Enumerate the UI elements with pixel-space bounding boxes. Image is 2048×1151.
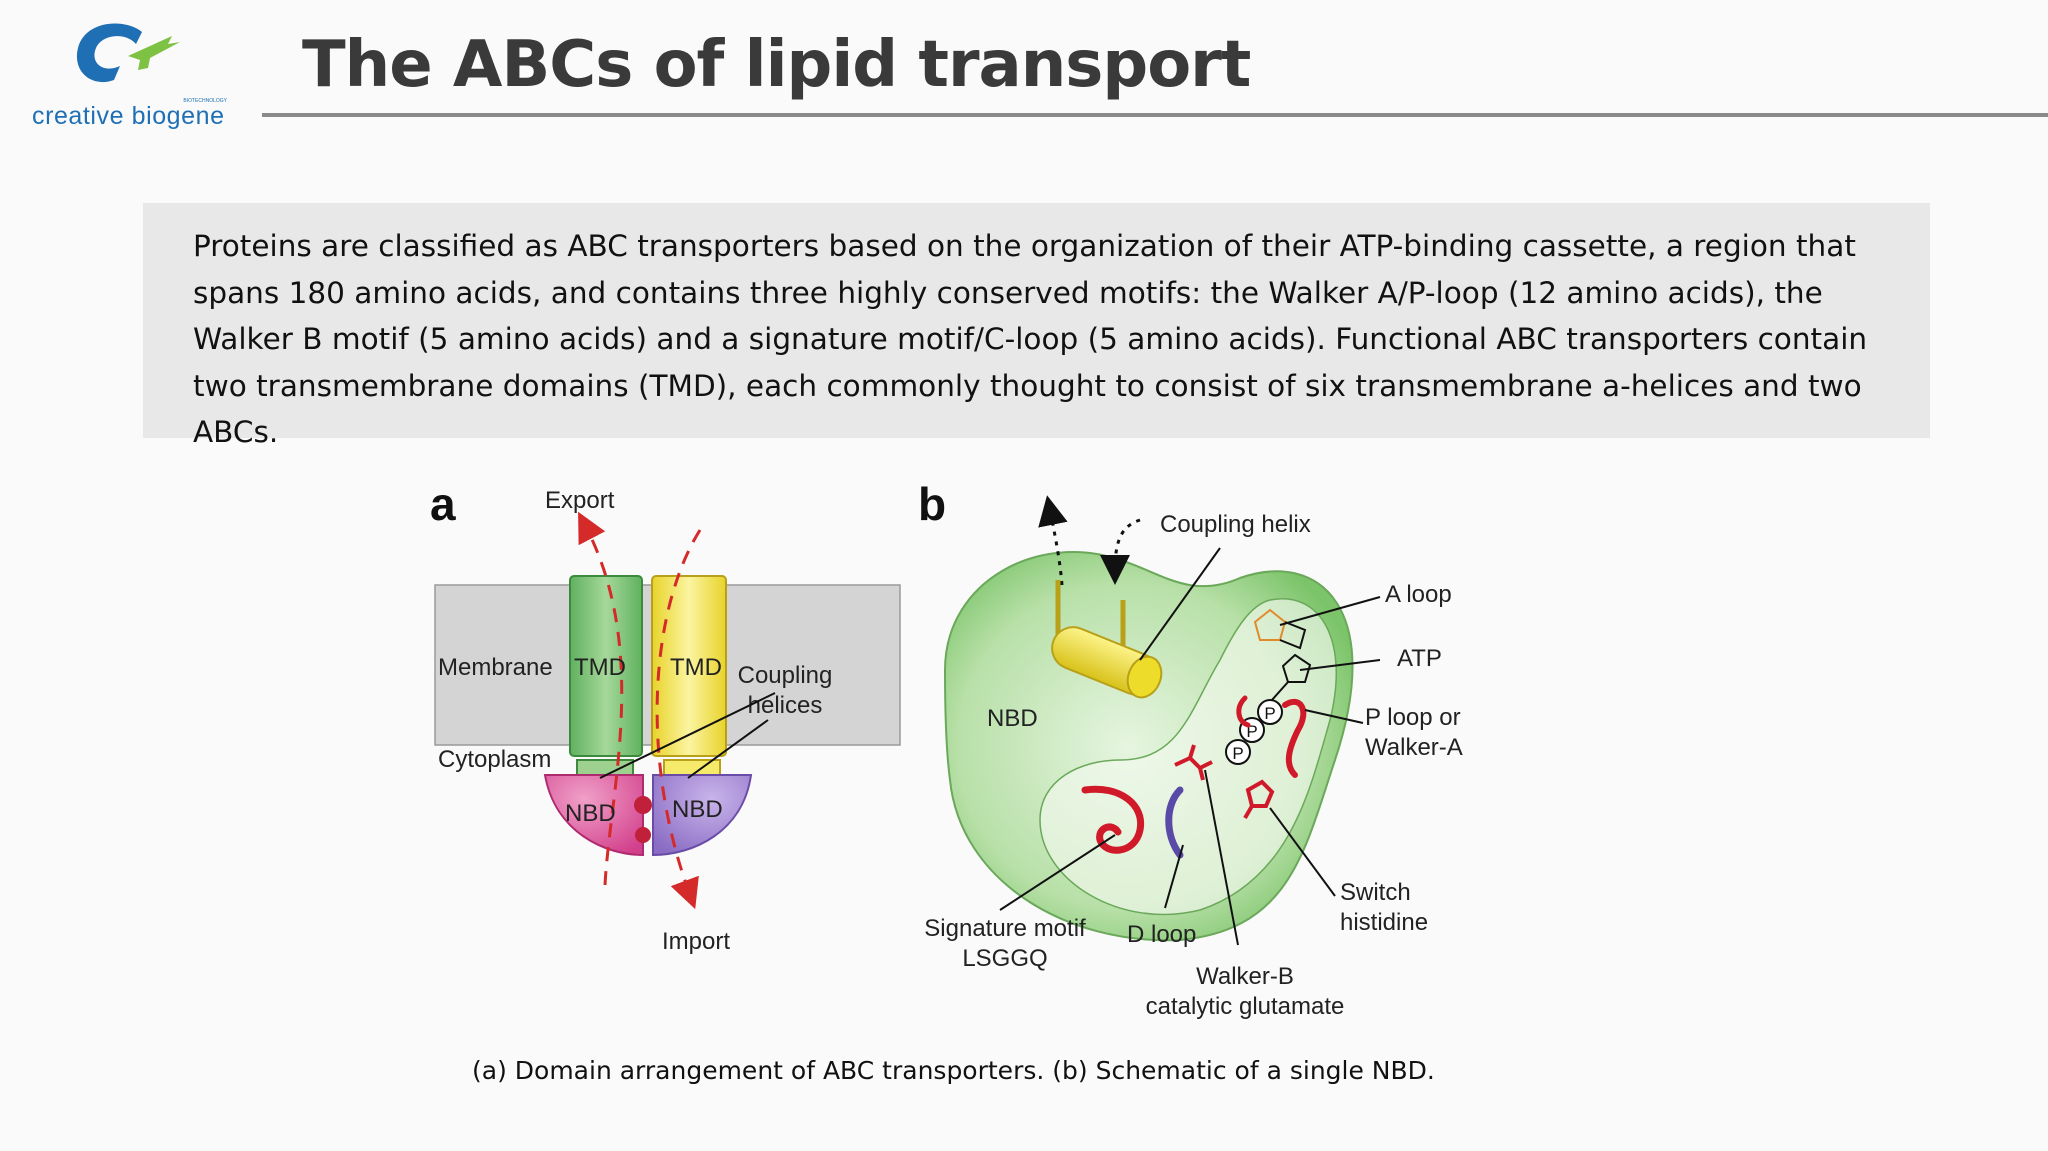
- panel-b-letter: b: [918, 478, 946, 530]
- logo-swoosh-blue: [76, 23, 142, 83]
- coupling-helix-leader: [1139, 547, 1221, 661]
- logo-leaf-green: [128, 36, 180, 70]
- walker-b-leader: [1204, 769, 1239, 946]
- signature-motif-label-2: LSGGQ: [962, 945, 1047, 972]
- tmd-right-label: TMD: [670, 654, 722, 681]
- nbd-interface-dot: [635, 827, 651, 843]
- slide-title: The ABCs of lipid transport: [302, 28, 1251, 102]
- signature-motif-shape: [1081, 785, 1145, 854]
- red-motif-small: [1236, 695, 1251, 728]
- company-logo: BIOTECHNOLOGY creative biogene: [32, 23, 228, 130]
- signature-leader: [999, 834, 1116, 911]
- switch-leader: [1269, 807, 1336, 897]
- phosphate-label: P: [1232, 744, 1243, 763]
- walker-b-label-1: Walker-B: [1196, 963, 1294, 990]
- nbd-right: [652, 774, 753, 857]
- tmd-left: [569, 575, 643, 757]
- membrane-label: Membrane: [438, 654, 553, 681]
- coupling-leader-line: [599, 692, 776, 779]
- phosphate-label: P: [1264, 704, 1275, 723]
- signature-motif-label-1: Signature motif: [924, 915, 1086, 942]
- export-arrow: [578, 511, 624, 886]
- atp-leader: [1299, 659, 1381, 671]
- coupling-helix-cylinder: [1051, 626, 1163, 699]
- coupling-helices-label-1: Coupling: [738, 662, 833, 689]
- switch-histidine-label-2: histidine: [1340, 909, 1428, 936]
- title-divider: [262, 113, 2048, 117]
- panel-a-letter: a: [430, 478, 456, 530]
- tmd-left-label: TMD: [574, 654, 626, 681]
- intro-box: Proteins are classified as ABC transport…: [143, 203, 1930, 449]
- export-label: Export: [545, 487, 615, 514]
- coupling-helix-label: Coupling helix: [1160, 511, 1311, 538]
- import-arrow: [655, 529, 702, 910]
- p-loop-leader: [1304, 709, 1364, 724]
- tmd-right: [651, 575, 727, 757]
- coupling-leader-line: [687, 719, 769, 779]
- phosphate-label: P: [1246, 722, 1257, 741]
- panel-a: a Export Import Membrane Cytoplasm TMD T…: [430, 478, 901, 955]
- a-loop-label: A loop: [1385, 581, 1452, 608]
- logo-tagline: BIOTECHNOLOGY: [183, 98, 227, 104]
- coupling-helix-arrow-in: [1100, 518, 1141, 585]
- atp-label: ATP: [1397, 645, 1442, 672]
- abc-transporter-figure: a Export Import Membrane Cytoplasm TMD T…: [430, 478, 1463, 1020]
- switch-histidine-motif: [1243, 779, 1275, 820]
- cytoplasm-label: Cytoplasm: [438, 746, 551, 773]
- figure-caption: (a) Domain arrangement of ABC transporte…: [472, 1056, 1435, 1085]
- logo-wordmark: creative biogene: [32, 102, 224, 130]
- p-loop-motif: [1282, 698, 1307, 778]
- d-loop-shape: [1165, 786, 1184, 859]
- panel-b: b P P P: [918, 478, 1463, 1020]
- coupling-helices-label-2: helices: [748, 692, 823, 719]
- nbd-label: NBD: [987, 705, 1038, 732]
- nbd-right-label: NBD: [672, 796, 723, 823]
- intro-paragraph: Proteins are classified as ABC transport…: [193, 229, 1868, 449]
- switch-histidine-label-1: Switch: [1340, 879, 1411, 906]
- p-loop-label-1: P loop or: [1365, 704, 1461, 731]
- nbd-interface-dot: [634, 796, 652, 814]
- nbd-left: [543, 774, 644, 857]
- d-loop-label: D loop: [1127, 921, 1196, 948]
- a-loop-leader: [1279, 596, 1381, 626]
- nbd-left-label: NBD: [565, 800, 616, 827]
- walker-b-motif: [1174, 744, 1213, 781]
- p-loop-label-2: Walker-A: [1365, 734, 1463, 761]
- d-loop-leader: [1164, 844, 1184, 909]
- import-label: Import: [662, 928, 730, 955]
- walker-b-label-2: catalytic glutamate: [1146, 993, 1345, 1020]
